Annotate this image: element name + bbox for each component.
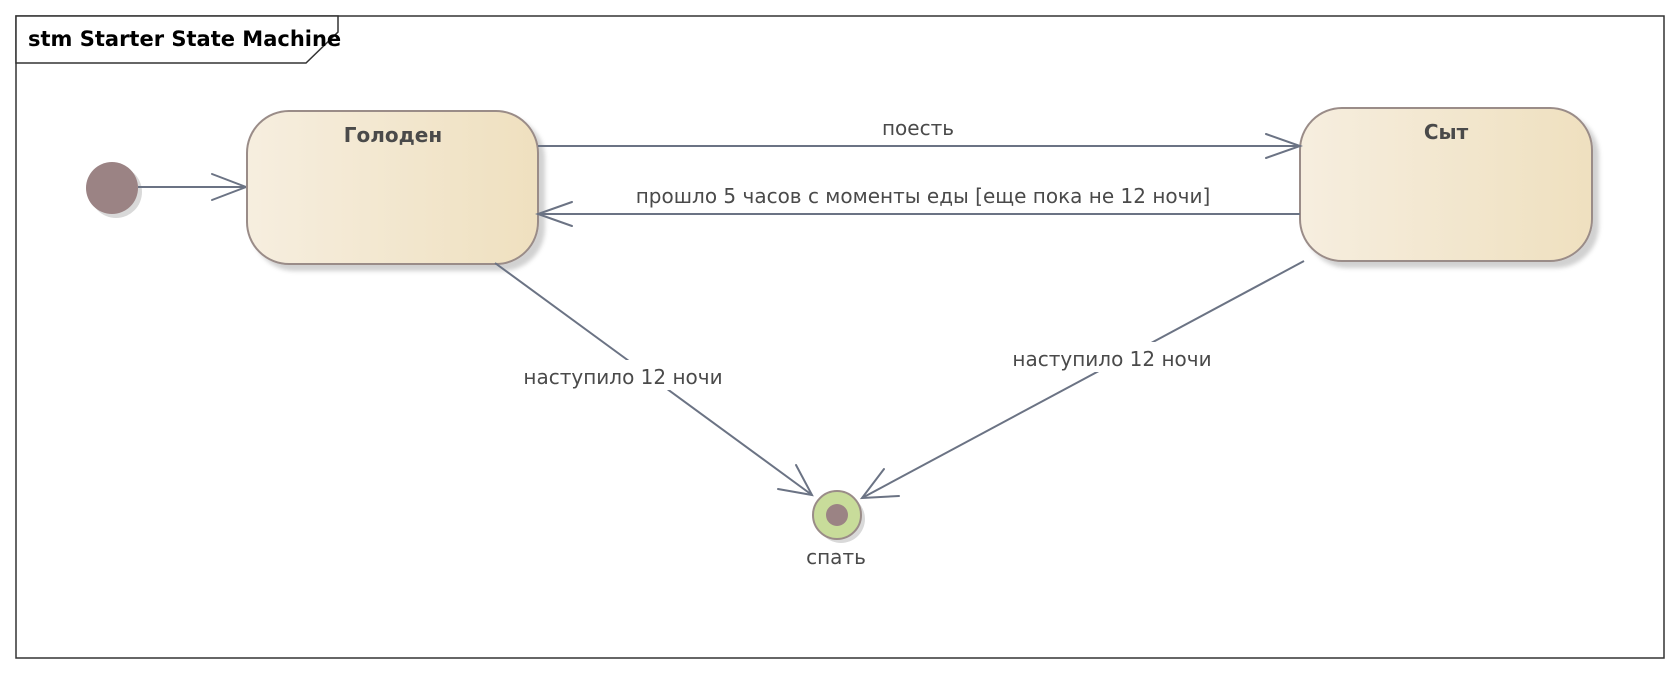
initial-node[interactable] <box>86 162 138 214</box>
final-state-label: спать <box>806 545 866 569</box>
transition-hours-passed-label: прошло 5 часов с моменты еды [еще пока н… <box>636 184 1211 208</box>
transition-hours-passed[interactable]: прошло 5 часов с моменты еды [еще пока н… <box>534 184 1300 227</box>
final-state-dot <box>826 504 848 526</box>
state-full[interactable]: Сыт <box>1299 107 1593 262</box>
state-hungry-name: Голоден <box>344 123 442 147</box>
transition-eat-label: поесть <box>882 116 954 140</box>
label-background <box>1008 342 1218 372</box>
label-background <box>520 360 728 390</box>
transition-midnight-from-hungry-label: наступило 12 ночи <box>523 365 722 389</box>
initial-transition[interactable] <box>138 173 249 201</box>
transition-midnight-from-full[interactable]: наступило 12 ночи <box>859 260 1305 500</box>
final-state[interactable]: спать <box>806 490 866 569</box>
state-hungry[interactable]: Голоден <box>246 110 539 265</box>
transition-midnight-from-hungry[interactable]: наступило 12 ночи <box>494 262 814 497</box>
state-full-name: Сыт <box>1424 120 1469 144</box>
diagram-frame <box>15 15 1665 659</box>
transition-eat[interactable]: поесть <box>538 116 1304 159</box>
transition-midnight-from-full-label: наступило 12 ночи <box>1012 347 1211 371</box>
frame-header-tab <box>15 15 339 64</box>
frame-title: stm Starter State Machine <box>28 27 341 51</box>
